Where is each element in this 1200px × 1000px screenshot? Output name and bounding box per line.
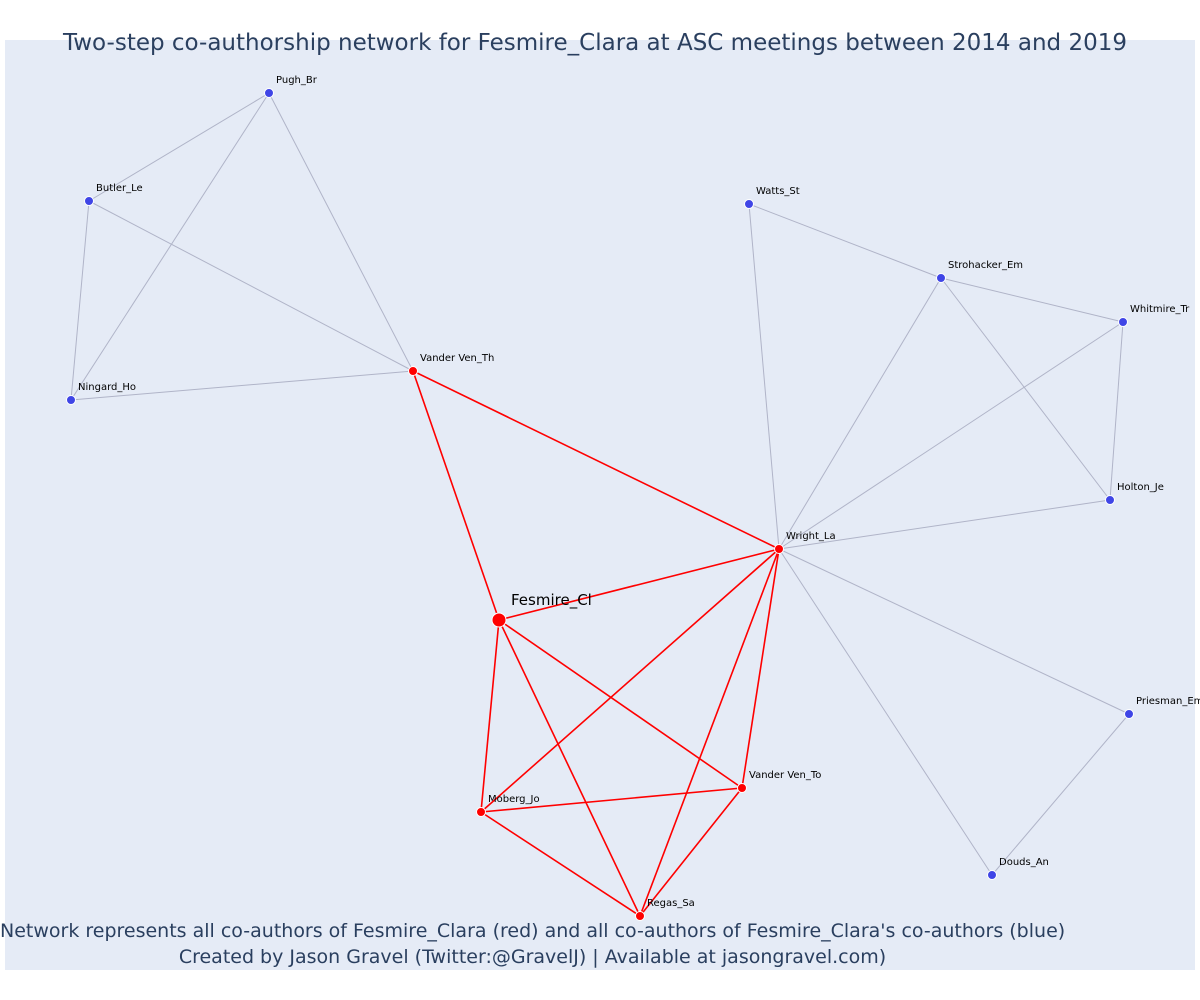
edge-wright-la-priesman-em <box>778 548 1130 715</box>
edge-fesmire-cl-moberg-jo <box>480 619 500 813</box>
node-wright-la[interactable] <box>774 544 784 554</box>
edge-holton-je-wright-la <box>778 499 1111 550</box>
edge-watts-st-wright-la <box>748 203 780 550</box>
node-label-vander-ven-to: Vander Ven_To <box>749 770 821 781</box>
node-strohacker-em[interactable] <box>936 273 946 283</box>
edge-strohacker-em-holton-je <box>940 277 1111 501</box>
edge-fesmire-cl-vander-ven-to <box>498 619 743 789</box>
edge-ningard-ho-vander-ven-th <box>70 370 414 401</box>
caption-line-2: Created by Jason Gravel (Twitter:@Gravel… <box>178 946 887 968</box>
node-fesmire-cl[interactable] <box>491 612 507 628</box>
edge-wright-la-moberg-jo <box>480 548 780 813</box>
edge-butler-le-vander-ven-th <box>88 200 414 372</box>
edge-fesmire-cl-regas-sa <box>498 619 641 917</box>
edge-whitmire-tr-wright-la <box>778 321 1124 550</box>
edge-wright-la-douds-an <box>778 548 993 876</box>
edge-pugh-br-vander-ven-th <box>268 92 414 372</box>
node-label-butler-le: Butler_Le <box>96 183 143 194</box>
edges-layer <box>70 92 1130 917</box>
node-watts-st[interactable] <box>744 199 754 209</box>
node-vander-ven-th[interactable] <box>408 366 418 376</box>
edge-wright-la-vander-ven-to <box>741 548 780 789</box>
chart-title: Two-step co-authorship network for Fesmi… <box>62 30 1127 56</box>
edge-butler-le-ningard-ho <box>70 200 90 401</box>
node-label-fesmire-cl: Fesmire_Cl <box>511 591 592 610</box>
node-label-holton-je: Holton_Je <box>1117 482 1164 493</box>
node-moberg-jo[interactable] <box>476 807 486 817</box>
caption: Network represents all co-authors of Fes… <box>0 918 1065 970</box>
node-label-regas-sa: Regas_Sa <box>647 898 695 909</box>
node-butler-le[interactable] <box>84 196 94 206</box>
node-label-priesman-em: Priesman_Em <box>1136 696 1200 707</box>
edge-pugh-br-ningard-ho <box>70 92 270 401</box>
edge-moberg-jo-regas-sa <box>480 811 641 917</box>
node-label-pugh-br: Pugh_Br <box>276 75 318 86</box>
labels-layer: Fesmire_Cl Vander Ven_ThWright_LaMoberg_J… <box>78 75 1200 909</box>
edge-vander-ven-th-fesmire-cl <box>412 370 500 621</box>
node-label-vander-ven-th: Vander Ven_Th <box>420 353 494 364</box>
node-label-moberg-jo: Moberg_Jo <box>488 794 540 805</box>
node-regas-sa[interactable] <box>635 911 645 921</box>
edge-vander-ven-th-wright-la <box>412 370 780 550</box>
edge-priesman-em-douds-an <box>991 713 1130 876</box>
edge-strohacker-em-whitmire-tr <box>940 277 1124 323</box>
caption-line-1: Network represents all co-authors of Fes… <box>0 920 1066 942</box>
node-vander-ven-to[interactable] <box>737 783 747 793</box>
nodes-layer <box>66 88 1134 921</box>
node-pugh-br[interactable] <box>264 88 274 98</box>
edge-pugh-br-butler-le <box>88 92 270 202</box>
node-label-watts-st: Watts_St <box>756 186 800 197</box>
edge-moberg-jo-vander-ven-to <box>480 787 743 813</box>
edge-wright-la-regas-sa <box>639 548 780 917</box>
node-label-wright-la: Wright_La <box>786 531 836 542</box>
node-label-whitmire-tr: Whitmire_Tr <box>1130 304 1190 315</box>
edge-whitmire-tr-holton-je <box>1109 321 1124 501</box>
node-priesman-em[interactable] <box>1124 709 1134 719</box>
node-douds-an[interactable] <box>987 870 997 880</box>
node-label-douds-an: Douds_An <box>999 857 1049 868</box>
node-label-ningard-ho: Ningard_Ho <box>78 382 136 393</box>
edge-fesmire-cl-wright-la <box>498 548 780 621</box>
edge-vander-ven-to-regas-sa <box>639 787 743 917</box>
node-ningard-ho[interactable] <box>66 395 76 405</box>
edge-strohacker-em-wright-la <box>778 277 942 550</box>
node-label-strohacker-em: Strohacker_Em <box>948 260 1023 271</box>
node-holton-je[interactable] <box>1105 495 1115 505</box>
edge-watts-st-strohacker-em <box>748 203 942 279</box>
node-whitmire-tr[interactable] <box>1118 317 1128 327</box>
